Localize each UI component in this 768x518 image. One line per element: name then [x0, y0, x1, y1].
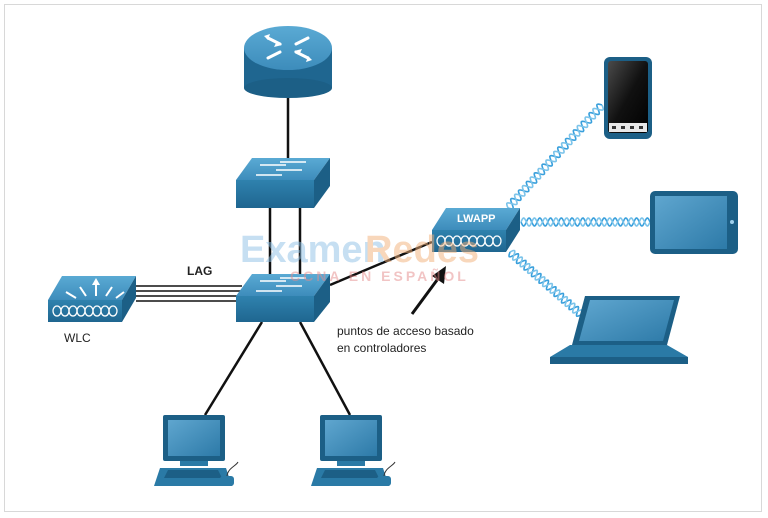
- router-icon[interactable]: [244, 26, 332, 98]
- wireless-wave-laptop-b: [509, 249, 586, 321]
- ap-caption-line1: puntos de acceso basado: [337, 324, 474, 338]
- wireless-links: [506, 103, 651, 321]
- ap-caption-line2: en controladores: [337, 341, 426, 355]
- watermark-tagline: CCNA EN ESPAÑOL: [290, 267, 469, 284]
- tablet-icon[interactable]: [650, 191, 738, 254]
- lwapp-label: LWAPP: [457, 213, 496, 225]
- desktop-pc-icon[interactable]: [311, 415, 396, 486]
- callout-arrow: [410, 266, 446, 315]
- laptop-icon[interactable]: [550, 296, 688, 364]
- switch-to-pc-right-link: [298, 321, 352, 416]
- watermark: Examen Redes CCNA EN ESPAÑOL: [240, 229, 479, 284]
- lag-bundle: [136, 285, 242, 302]
- wlc-icon[interactable]: [48, 276, 136, 322]
- switch-icon[interactable]: [236, 274, 330, 322]
- switch-icon[interactable]: [236, 158, 330, 208]
- links: [203, 92, 433, 416]
- switch-to-pc-left-link: [203, 321, 264, 416]
- access-point-icon[interactable]: [432, 208, 520, 252]
- watermark-word2: Redes: [365, 229, 479, 271]
- smartphone-icon[interactable]: [604, 57, 652, 139]
- lag-label: LAG: [187, 264, 212, 278]
- wireless-wave-tablet-b: [520, 217, 651, 227]
- desktop-pc-icon[interactable]: [154, 415, 239, 486]
- wireless-wave-phone-b: [506, 104, 604, 209]
- watermark-word1: Examen: [240, 229, 386, 271]
- wlc-label: WLC: [64, 331, 91, 345]
- switch-to-ap-link: [329, 240, 433, 287]
